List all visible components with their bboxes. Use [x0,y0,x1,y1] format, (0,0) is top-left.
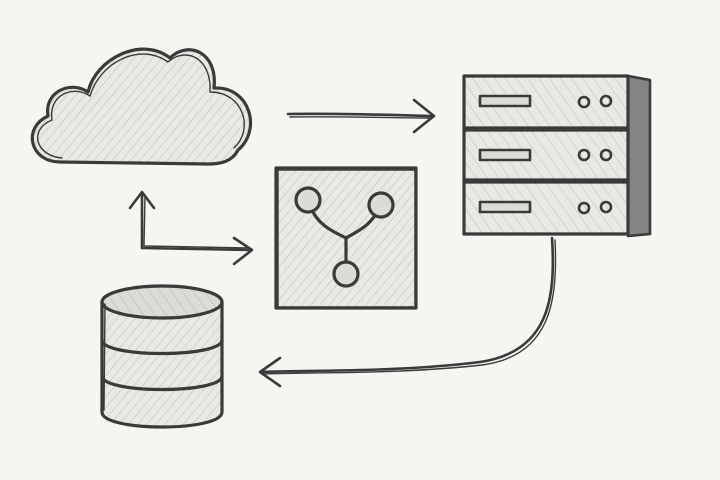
cloud-icon [30,47,253,166]
git-branch-icon [274,166,418,310]
server-unit-2 [462,128,630,182]
arrow-cloud-to-git [128,190,254,266]
arrow-cloud-to-server [286,98,436,134]
server-unit-1 [462,74,630,130]
server-rack-icon [462,74,652,238]
database-icon [100,284,224,429]
arrow-server-to-database [258,236,557,388]
server-unit-3 [462,180,630,236]
